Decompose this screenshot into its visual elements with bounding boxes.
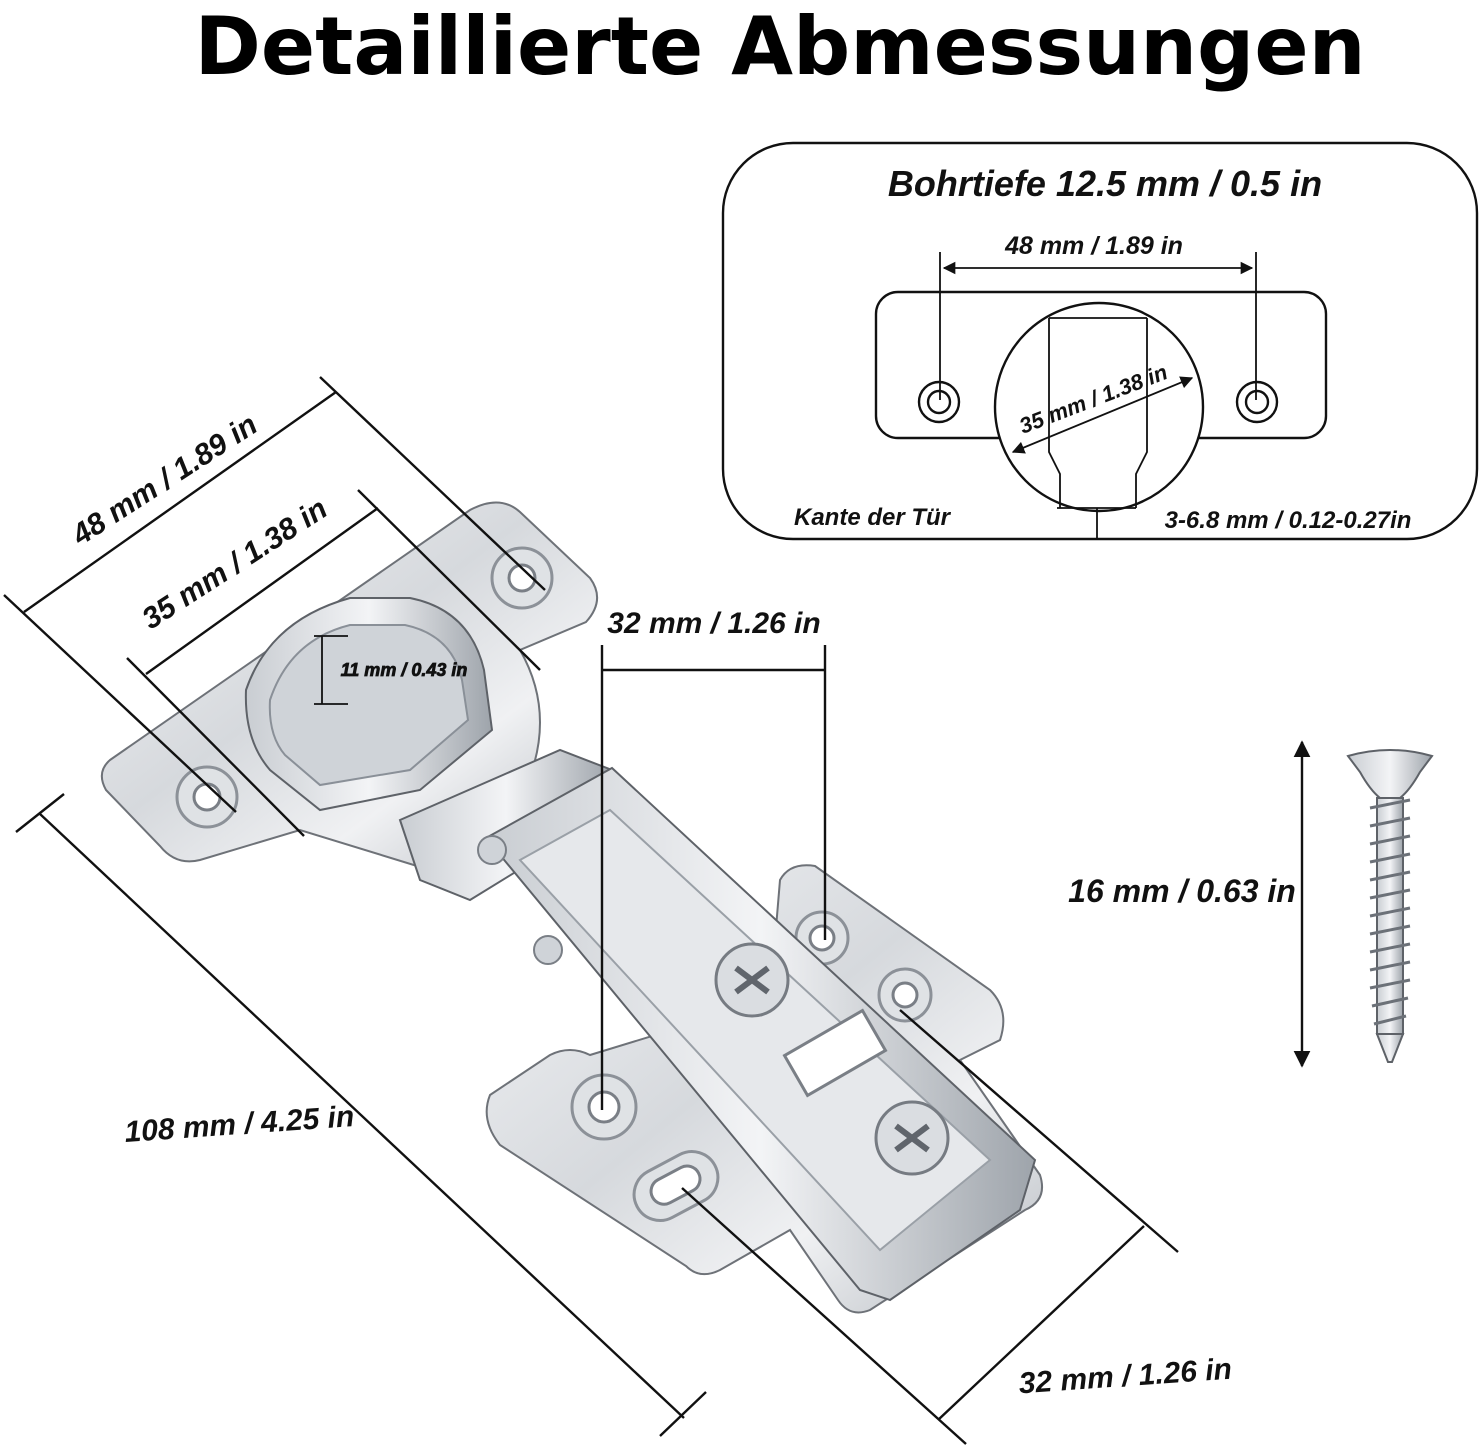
length-tick-bottom: [659, 1391, 707, 1437]
cup-plate-hole-bottom: [175, 765, 239, 829]
hinge-illustration: [100, 501, 1044, 1314]
bottom-spacing-line: [937, 1225, 1145, 1421]
screw-tip: [1375, 1033, 1405, 1063]
pivot-rivet-1: [477, 835, 507, 865]
drilling-inset: Bohrtiefe 12.5 mm / 0.5 in 48 mm / 1.89 …: [721, 141, 1479, 541]
cup-width-label: 35 mm / 1.38 in: [136, 492, 333, 636]
cup-width-line: [145, 507, 379, 675]
inset-hole-spacing-label: 48 mm / 1.89 in: [1004, 232, 1183, 260]
cup-width-ext-right: [357, 489, 541, 671]
plate-spacing-line: [23, 391, 337, 613]
pivot-rivet-2: [533, 935, 563, 965]
base-plate-hole-left: [570, 1073, 638, 1141]
door-edge-label: Kante der Tür: [794, 504, 952, 531]
bottom-spacing-ext-right: [899, 1009, 1179, 1253]
cup-depth-label: 11 mm / 0.43 in: [341, 660, 468, 680]
overall-length-label: 108 mm / 4.25 in: [123, 1100, 355, 1149]
length-tick-top: [15, 793, 65, 833]
base-plate-hole-right: [877, 967, 933, 1023]
arm-window: [782, 1008, 888, 1098]
plate-hole-spacing-label: 48 mm / 1.89 in: [65, 408, 263, 552]
bottom-spacing-ext-left: [681, 1187, 967, 1445]
cup-plate-hole-top: [490, 546, 554, 610]
cup-width-ext-left: [126, 657, 305, 837]
arm-spacing-bottom-label: 32 mm / 1.26 in: [1018, 1353, 1233, 1401]
inset-screw-hole-right: [1235, 380, 1279, 424]
plate-spacing-ext-right: [319, 376, 546, 591]
screw-length-label: 16 mm / 0.63 in: [1068, 873, 1296, 909]
plate-spacing-ext-left: [3, 594, 237, 813]
edge-distance-label: 3-6.8 mm / 0.12-0.27in: [1165, 507, 1412, 534]
inset-screw-hole-left: [917, 380, 961, 424]
screw-illustration: 16 mm / 0.63 in: [1068, 740, 1434, 1068]
cup-diameter-arrow: [1011, 376, 1194, 454]
length-line: [39, 813, 685, 1419]
base-plate-slot: [632, 1150, 720, 1222]
page-title: Detaillierte Abmessungen: [194, 0, 1365, 93]
arm-screw-top: [714, 942, 790, 1018]
arm-spacing-top-label: 32 mm / 1.26 in: [607, 607, 820, 640]
screw-head: [1346, 749, 1434, 799]
drill-depth-label: Bohrtiefe 12.5 mm / 0.5 in: [888, 163, 1322, 204]
screw-threads: [1369, 798, 1411, 1026]
arm-screw-bottom: [874, 1100, 950, 1176]
